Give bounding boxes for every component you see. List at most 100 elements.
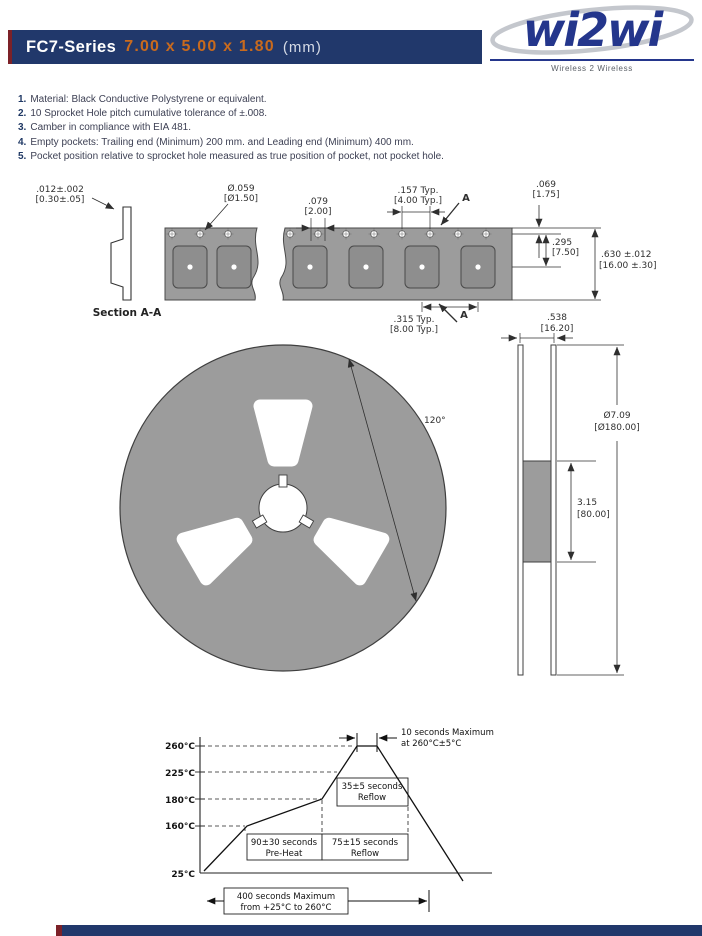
chart-annotation-boxes (223, 777, 409, 915)
section-aa-label: Section A-A (93, 307, 162, 319)
reel-hub-side (522, 460, 552, 563)
logo-tagline: Wireless 2 Wireless (551, 64, 633, 73)
note-item-2: 2.10 Sprocket Hole pitch cumulative tole… (18, 107, 444, 121)
brand-logo: wi2wi Wireless 2 Wireless (488, 3, 696, 73)
reel-side-view: .538 [16.20] Ø7.09 [Ø180.00] 3.15 [80.00… (501, 313, 640, 676)
peak-label-line1: 10 seconds Maximum (401, 728, 494, 738)
dim-sprocket-hole-in: Ø.059 (227, 183, 254, 194)
dim-tape-thickness-mm: [0.30±.05] (36, 195, 85, 205)
dim-hole-offset-in: .079 (308, 197, 328, 207)
ytick-260: 260°C (165, 742, 195, 752)
series-title: FC7-Series (26, 37, 117, 56)
reel-slots (176, 399, 390, 586)
dim-hub-in: 3.15 (577, 498, 597, 508)
section-arrow-label-bottom: A (460, 310, 468, 321)
logo-graphic: wi2wi (490, 3, 694, 57)
reflow-profile-curve (203, 745, 464, 882)
title-banner: FC7-Series 7.00 x 5.00 x 1.80 (mm) (8, 30, 482, 64)
note-text: Empty pockets: Trailing end (Minimum) 20… (30, 136, 414, 148)
dim-tape-thickness-in: .012±.002 (36, 185, 84, 195)
reflow-profile-chart: 260°C 225°C 180°C 160°C 25°C 10 seconds … (165, 728, 494, 915)
total-time-markers (206, 890, 430, 912)
flange-left (517, 344, 524, 676)
dim-hole-pitch-mm: [4.00 Typ.] (394, 196, 442, 206)
reel-hub-hole (258, 483, 308, 533)
ytick-225: 225°C (165, 769, 195, 779)
dim-flange-width-in: .538 (547, 313, 567, 323)
section-cut-arrow-top (440, 202, 460, 226)
ytick-25: 25°C (171, 870, 195, 880)
note-number: 4. (18, 136, 27, 148)
tape-cross-section (110, 206, 132, 301)
unit-label: (mm) (282, 38, 322, 56)
notes-list: 1.Material: Black Conductive Polystyrene… (18, 93, 444, 164)
hub-notch (298, 514, 315, 529)
reel-slot (176, 517, 253, 586)
dim-hub-mm: [80.00] (577, 510, 610, 520)
note-number: 1. (18, 94, 27, 105)
tape-pocket (292, 245, 328, 289)
reel-angle-label: 120° (424, 416, 446, 426)
note-number: 2. (18, 108, 27, 120)
hub-notch (278, 474, 288, 488)
note-number: 5. (18, 150, 27, 162)
leader-line (204, 203, 229, 231)
section-aa-view: .012±.002 [0.30±.05] Section A-A (36, 185, 163, 319)
reel-diameter-line (347, 358, 418, 602)
dim-tape-width-in: .630 ±.012 (601, 250, 651, 260)
note-item-1: 1.Material: Black Conductive Polystyrene… (18, 93, 444, 107)
logo-swoosh-icon (490, 5, 694, 55)
dim-edge-in: .069 (536, 180, 556, 190)
chart-labels: 260°C 225°C 180°C 160°C 25°C 10 seconds … (165, 728, 494, 913)
peak-label-line2: at 260°C±5°C (401, 739, 461, 749)
reflow75-label-line1: 75±15 seconds (332, 838, 399, 848)
logo-wordmark: wi2wi (523, 3, 665, 57)
dim-flange-width-mm: [16.20] (541, 324, 574, 334)
dim-sprocket-hole-mm: [Ø1.50] (224, 193, 258, 204)
logo-divider (490, 59, 694, 61)
note-item-3: 3.Camber in compliance with EIA 481. (18, 121, 444, 135)
ytick-160: 160°C (165, 822, 195, 832)
reflow35-label-line1: 35±5 seconds (342, 782, 403, 792)
dim-edge-mm: [1.75] (532, 190, 559, 200)
tape-pocket (172, 245, 208, 289)
flange-right (550, 344, 557, 676)
section-arrow-label-top: A (462, 193, 470, 204)
note-number: 3. (18, 122, 27, 134)
tape-pocket (404, 245, 440, 289)
dim-pocket-pitch-mm: [8.00 Typ.] (390, 325, 438, 335)
footer-bar (62, 925, 702, 936)
tape-pocket (348, 245, 384, 289)
dim-pocket-center-mm: [7.50] (552, 248, 579, 258)
preheat-label-line1: 90±30 seconds (251, 838, 318, 848)
note-text: Camber in compliance with EIA 481. (30, 122, 191, 134)
size-title: 7.00 x 5.00 x 1.80 (124, 38, 275, 55)
tape-and-reel-drawing: .012±.002 [0.30±.05] Section A-A (36, 180, 657, 676)
peak-duration-markers (339, 733, 397, 752)
tape-pocket (460, 245, 496, 289)
dim-reel-diameter-mm: [Ø180.00] (594, 422, 640, 433)
footer-accent (56, 925, 62, 936)
dim-hole-pitch-in: .157 Typ. (398, 186, 439, 196)
reel-front-view: 120° (119, 344, 447, 672)
total-label-line2: from +25°C to 260°C (241, 903, 332, 913)
note-item-4: 4.Empty pockets: Trailing end (Minimum) … (18, 136, 444, 150)
total-label-line1: 400 seconds Maximum (237, 892, 335, 902)
note-text: Material: Black Conductive Polystyrene o… (30, 94, 267, 105)
preheat-box (246, 833, 323, 861)
reflow35-label-line2: Reflow (358, 793, 386, 803)
hub-notch (251, 514, 268, 529)
leader-line (91, 197, 115, 210)
reflow75-label-line2: Reflow (351, 849, 379, 859)
dim-pocket-center-in: .295 (552, 238, 572, 248)
dim-pocket-pitch-in: .315 Typ. (394, 315, 435, 325)
note-text: 10 Sprocket Hole pitch cumulative tolera… (30, 108, 268, 120)
chart-reference-lines (201, 745, 409, 834)
dim-reel-diameter-in: Ø7.09 (603, 410, 630, 421)
note-text: Pocket position relative to sprocket hol… (30, 150, 444, 162)
side-view-dimension-lines (501, 333, 624, 676)
reflow35-box (336, 777, 409, 807)
carrier-tape-view (164, 227, 513, 301)
ytick-180: 180°C (165, 796, 195, 806)
